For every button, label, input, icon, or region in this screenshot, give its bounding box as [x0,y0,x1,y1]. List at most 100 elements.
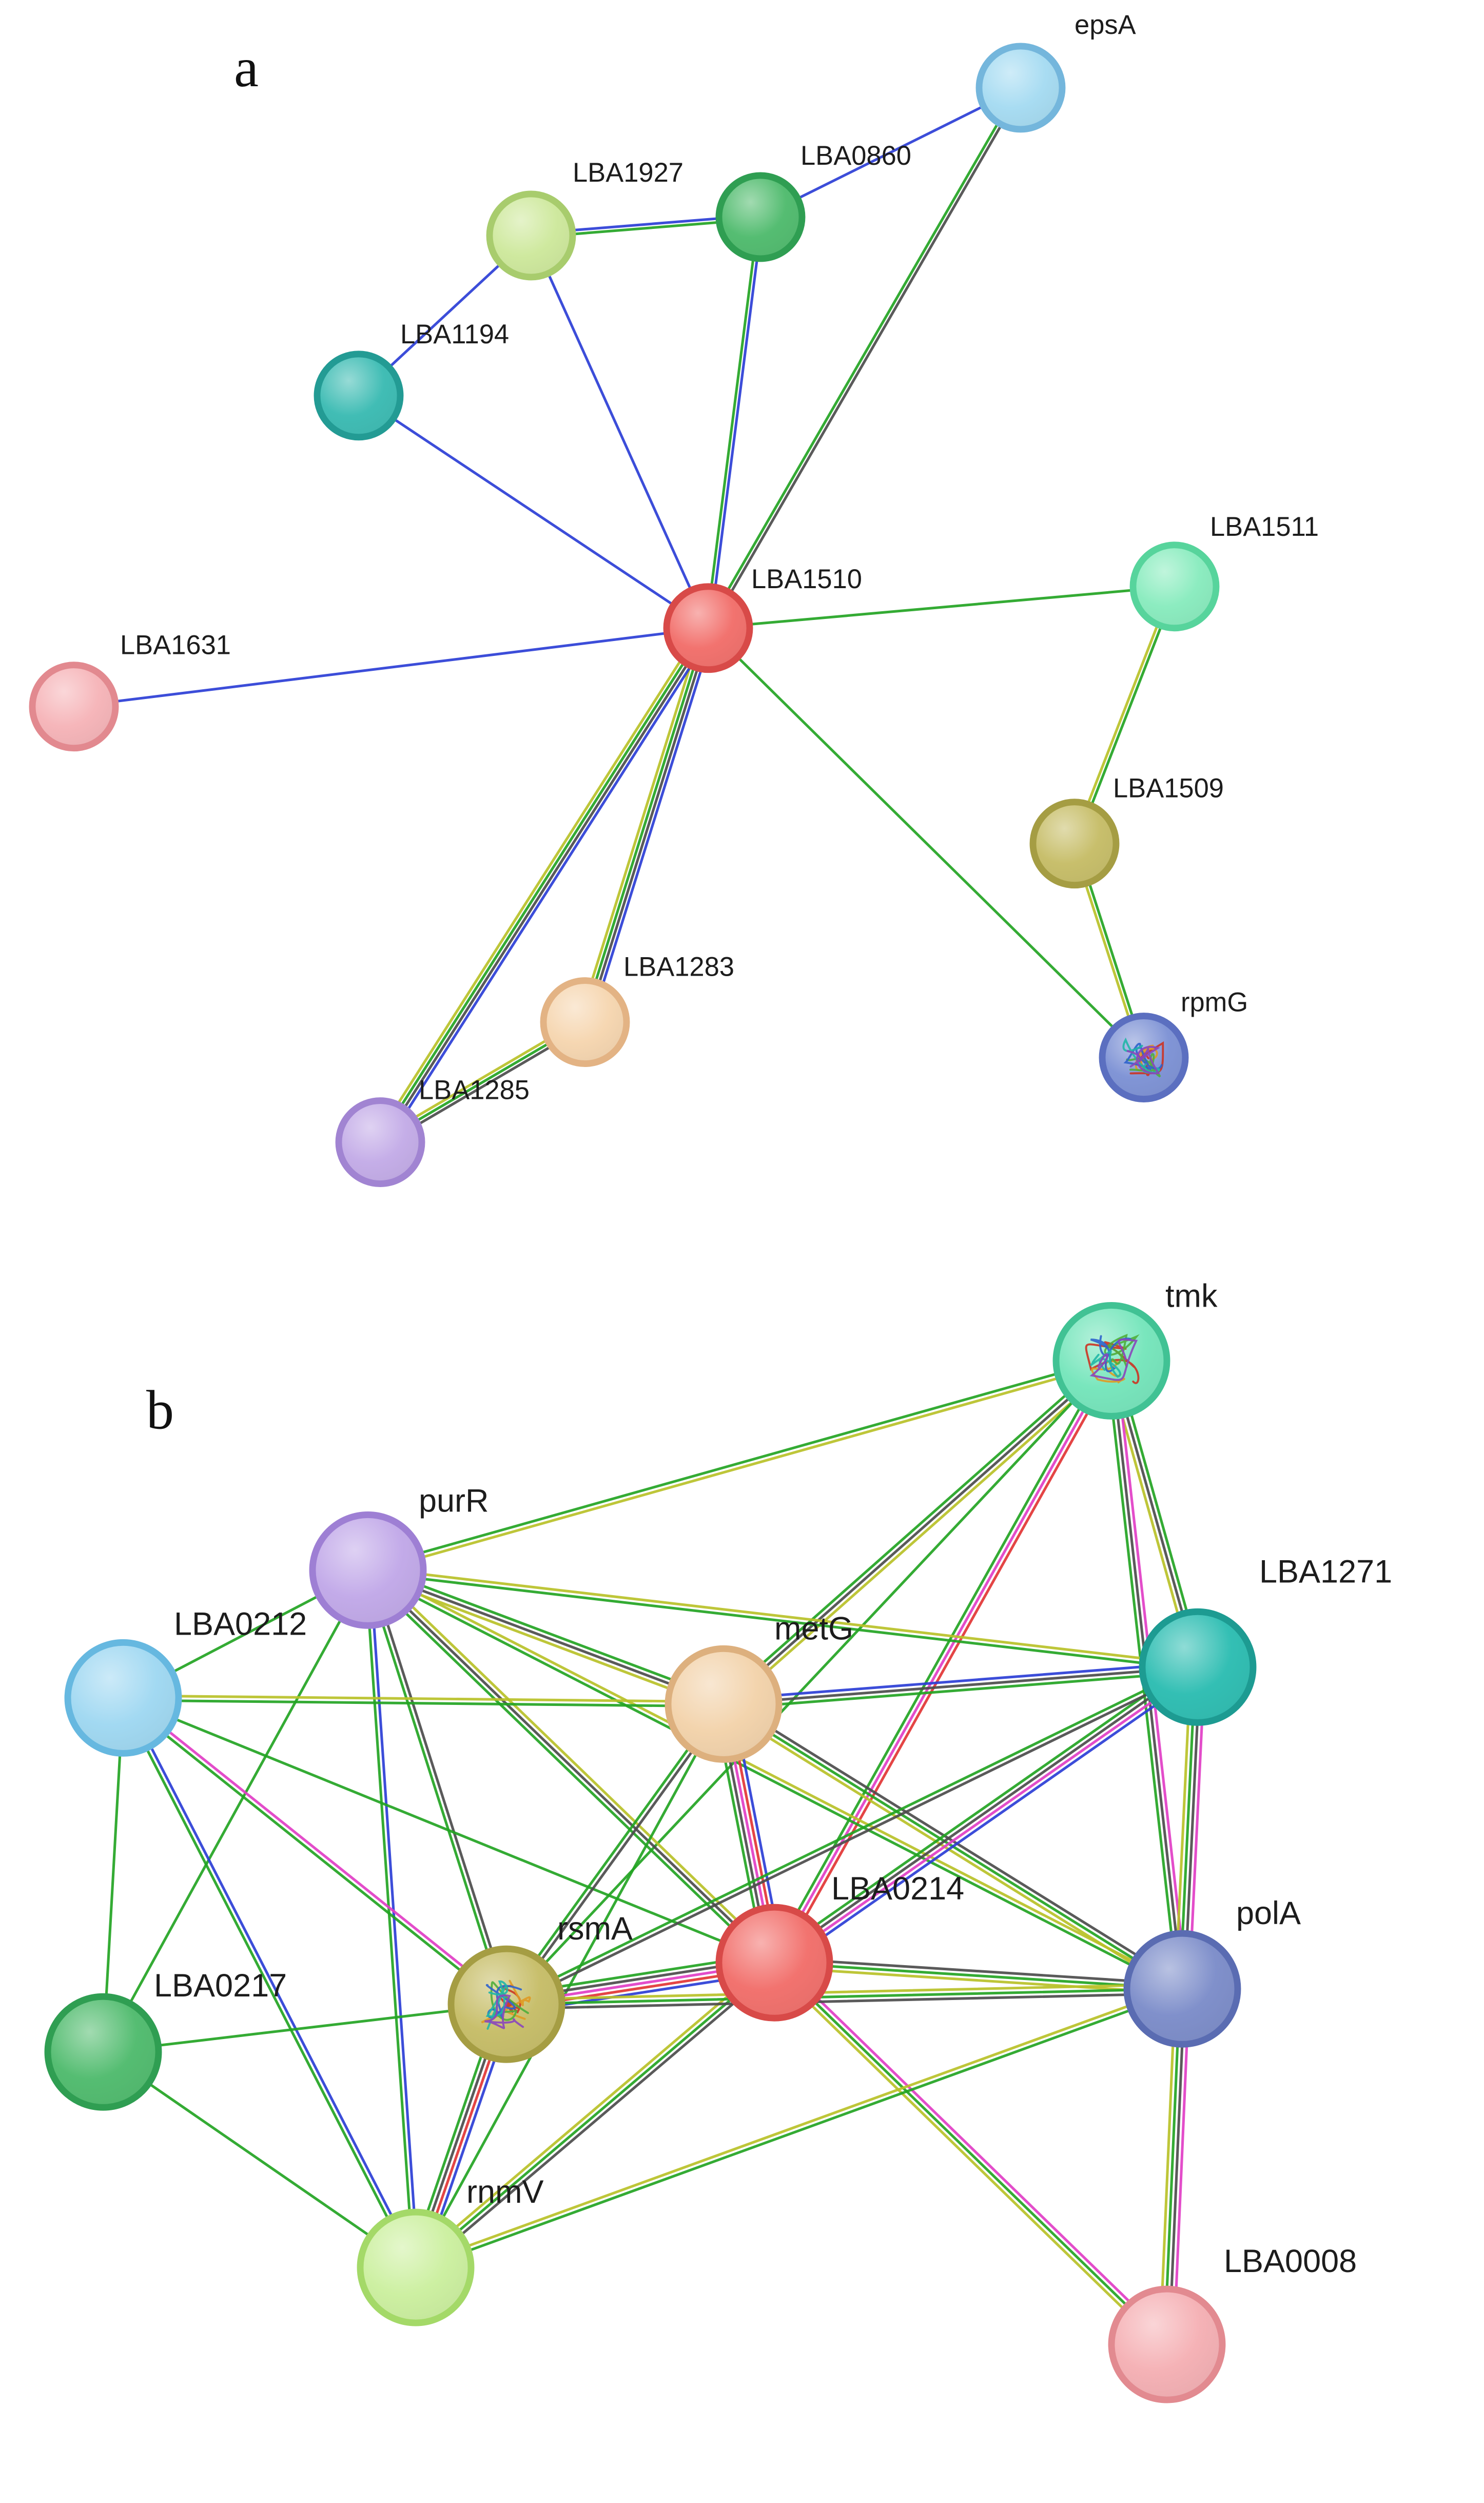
node-label-LBA1283: LBA1283 [623,952,734,982]
edge-line-green [365,1570,1183,1992]
node-circle-LBA1631 [29,662,119,752]
edge-line-green [707,585,1176,630]
edge-line-black [771,1664,1198,1963]
edge-line-red [777,1362,1117,1967]
edge-metG-LBA1271 [721,1661,1200,1710]
edge-line-green [581,626,708,1023]
edge-line-olive [719,1706,1181,1994]
node-label-LBA1511: LBA1511 [1210,512,1319,542]
edge-line-olive [367,1566,1185,1988]
edge-purR-rsmA [364,1568,510,2007]
edge-line-black [722,1359,1113,1705]
node-label-LBA1271: LBA1271 [1259,1554,1392,1589]
edge-line-green [505,1987,1184,2006]
node-label-LBA0860: LBA0860 [800,141,911,171]
panel-label-b: b [146,1380,174,1441]
edge-LBA1271-rsmA [504,1663,1200,2008]
edge-LBA0214-rnmV [411,1957,779,2273]
edge-line-blue [383,630,715,1147]
node-circle-LBA1509 [1029,799,1120,889]
edge-line-olive [122,1694,725,1703]
protein-structure-ribbon [1089,1338,1138,1381]
node-purR: purR [309,1483,489,1629]
node-label-LBA1927: LBA1927 [573,158,684,188]
node-circle-LBA1511 [1129,541,1220,632]
node-label-rnmV: rnmV [466,2174,543,2210]
edge-line-magenta [1172,1988,1191,2346]
edge-line-green [415,1989,1185,2271]
edge-epsA-LBA0860 [759,86,1022,219]
node-LBA1510: LBA1510 [663,564,862,673]
node-LBA0860: LBA0860 [715,141,911,262]
edge-LBA0212-metG [122,1694,725,1708]
edge-line-black [1167,1987,1186,2346]
node-circle-LBA1927 [486,190,576,281]
edge-line-olive [505,1983,1184,2001]
node-label-polA: polA [1236,1895,1301,1931]
edge-line-green [769,1660,1195,1958]
edge-line-green [377,626,708,1143]
edge-line-magenta [774,1667,1201,1966]
protein-structure-ribbon [484,1994,524,2029]
edge-line-green [505,1359,1113,2006]
edge-line-green [122,1696,776,1964]
node-circle-metG [665,1645,783,1763]
edge-LBA1511-LBA1509 [1071,584,1178,846]
node-label-tmk: tmk [1165,1278,1218,1314]
node-polA: polA [1123,1895,1301,2048]
node-label-rpmG: rpmG [1181,987,1248,1018]
node-LBA0214: LBA0214 [715,1871,964,2022]
edge-tmk-purR [366,1357,1114,1574]
edge-line-green [363,1572,773,1968]
edge-LBA0214-LBA0008 [770,1958,1171,2350]
node-LBA1283: LBA1283 [540,952,734,1068]
edge-line-black [708,87,1024,631]
node-circle-LBA1194 [314,351,404,441]
edge-line-green [707,627,1145,1059]
edge-line-olive [578,625,704,1022]
node-LBA0212: LBA0212 [64,1606,307,1757]
edge-line-green [366,1571,1199,1671]
node-circle-epsA [975,43,1066,133]
edge-line-blue [721,1661,1199,1701]
edge-line-green [414,1961,776,2269]
node-label-LBA0212: LBA0212 [174,1606,307,1642]
edge-line-green [364,1569,506,2007]
node-circle-LBA0217 [44,1993,162,2111]
edge-line-green [102,1696,125,2053]
edge-purR-LBA0214 [363,1565,779,1968]
edge-line-olive [770,1965,1165,2350]
node-rpmG: rpmG [1099,987,1248,1103]
edge-polA-rsmA [505,1983,1184,2010]
edge-line-blue [759,86,1022,219]
node-metG: metG [665,1611,853,1763]
edge-LBA1194-LBA1510 [357,394,710,630]
edge-line-black [725,1699,1186,1987]
edge-line-green [102,2050,417,2269]
node-circle-LBA0214 [715,1904,833,2022]
edge-line-blue [709,216,764,630]
protein-structure-ribbon [1085,1341,1140,1384]
edge-LBA0212-rnmV [120,1695,419,2270]
edge-purR-LBA1271 [366,1566,1200,1671]
edge-line-black [505,1992,1184,2010]
edge-LBA1271-LBA0214 [769,1660,1203,1970]
edge-LBA0217-rnmV [102,2050,417,2269]
edge-LBA1510-rpmG [707,627,1145,1059]
node-rsmA: rsmA [447,1911,633,2063]
panel-label-a: a [234,37,259,99]
node-circle-LBA0860 [715,172,806,262]
edge-line-black [417,1965,779,2273]
edge-line-magenta [776,1958,1171,2343]
edge-LBA0212-LBA0217 [102,1696,125,2053]
node-circle-LBA0212 [64,1639,182,1757]
protein-structure-ribbon [1126,1046,1161,1075]
edge-LBA0212-LBA0214 [122,1696,776,1964]
node-circle-LBA1510 [663,583,753,673]
edge-LBA1510-LBA1283 [578,625,715,1025]
edge-line-green [723,1670,1200,1710]
edge-line-olive [411,1957,773,2265]
